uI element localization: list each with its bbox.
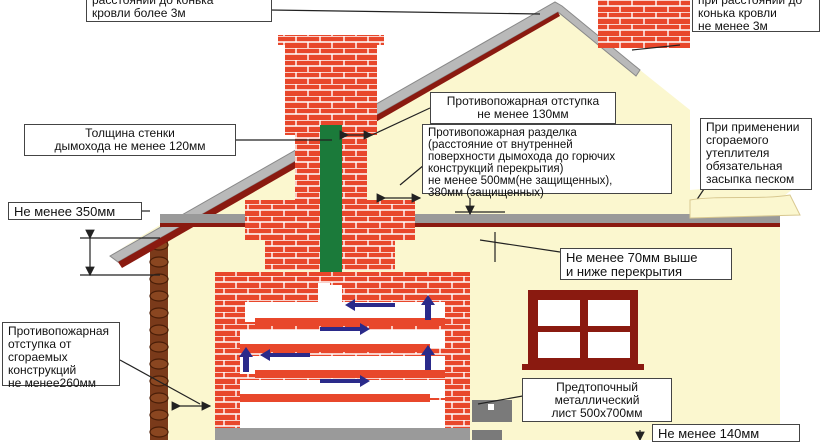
label-top-right: при расстоянии до конька кровли не менее… (692, 0, 820, 33)
label-wall-setback: Противопожарная отступка от сгораемых ко… (2, 322, 120, 390)
metal-sheet-top (472, 400, 512, 422)
label-top-left: расстоянии до конька кровли более 3м (86, 0, 272, 22)
sand-fill (689, 194, 801, 219)
ceiling-slab (160, 214, 780, 227)
label-min-140: Не менее 140мм (652, 424, 800, 442)
label-min-350: Не менее 350мм (8, 202, 142, 220)
dimension-markers (80, 9, 711, 440)
chimney-right (598, 0, 690, 48)
smoke-flow-arrows (239, 295, 435, 387)
label-chimney-wall: Толщина стенки дымохода не менее 120мм (24, 124, 236, 156)
stove-body (215, 272, 470, 440)
label-insulation: При применении сгораемого утеплителя обя… (700, 118, 812, 190)
chimney-left-cap (278, 35, 384, 45)
label-roof-setback: Противопожарная отступка не менее 130мм (430, 92, 616, 124)
chimney-left-stack (285, 40, 377, 135)
window (522, 290, 644, 370)
label-fire-cut: Противопожарная разделка (расстояние от … (422, 124, 672, 199)
label-pre-furnace-sheet: Предтопочный металлический лист 500х700м… (522, 378, 672, 422)
metal-sheet-bottom (472, 430, 502, 440)
log-wall (149, 235, 169, 440)
label-min-70: Не менее 70мм выше и ниже перекрытия (560, 248, 732, 280)
flue-channel (320, 125, 342, 285)
